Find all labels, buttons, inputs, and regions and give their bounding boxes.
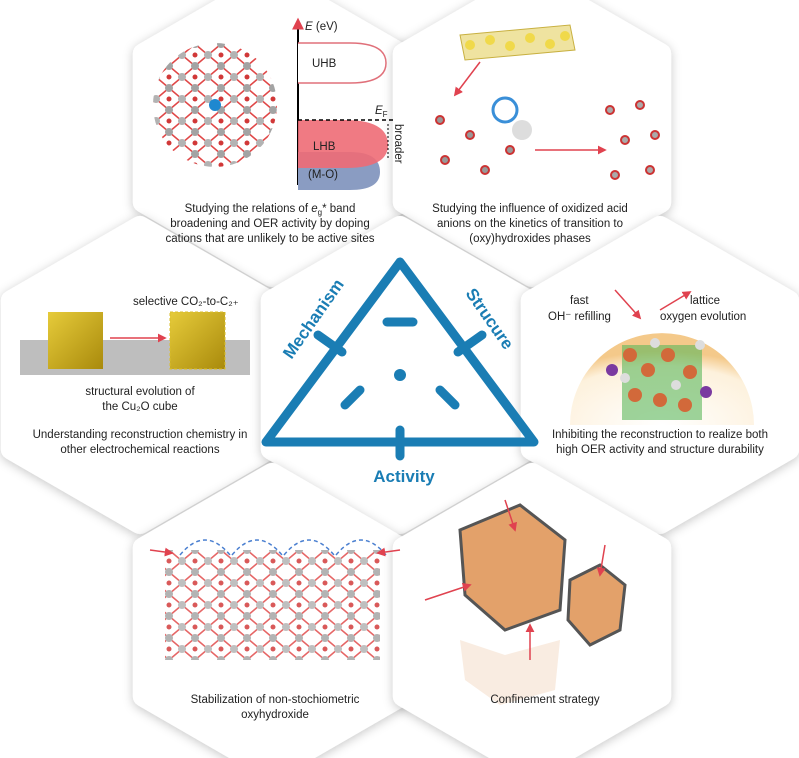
caption-line-1: Understanding reconstruction chemistry i… [33,429,248,441]
dash-left [340,385,365,410]
mo-label: (M-O) [308,169,338,181]
smooth-cube [48,312,103,369]
dopant-atom [209,99,221,111]
large-cage [458,503,567,632]
lhb-label: LHB [313,141,336,153]
arrow [659,291,692,311]
fast-label: fast [570,295,589,307]
arrow-right [376,547,401,557]
tick-left [313,330,347,357]
reflection [460,640,560,705]
panel-cu2o-cube: selective CO₂-to-C₂₊ structural evolutio… [20,296,250,456]
caption-line-2: anions on the kinetics of transition to [437,218,623,230]
oxygen-evolution-label: oxygen evolution [660,311,746,323]
dashed-arcs [179,539,387,556]
fermi-level-label: EF [375,105,388,119]
rough-cube [169,311,226,370]
mechanism-structure-activity-triangle [261,257,539,461]
dash-right [435,385,460,410]
broader-label: broader [392,124,404,164]
caption-line-1: Confinement strategy [490,694,600,706]
caption-line-3: cations that are unlikely to be active s… [165,233,374,245]
hex-top-right [392,0,672,287]
energy-axis-label: E (eV) [305,21,338,33]
evolution-label-2: the Cu₂O cube [102,401,177,413]
arrow [614,289,642,320]
arrow [424,583,472,601]
magnifier-icon [491,96,519,124]
caption-line-2: broadening and OER activity by doping [170,218,369,230]
small-cage [566,563,627,647]
panel-lattice-oxygen: fast OH⁻ refilling lattice oxygen evolut… [548,289,768,456]
uhb-label: UHB [312,58,337,70]
panel-confinement: Confinement strategy [424,499,627,706]
caption-line-1: Inhibiting the reconstruction to realize… [552,429,768,441]
uhb-band [298,42,387,84]
tick-right [453,330,487,357]
selective-label: selective CO₂-to-C₂₊ [133,296,239,308]
caption-line-1: Stabilization of non-stochiometric [191,694,360,706]
caption-line-2: other electrochemical reactions [60,444,219,456]
caption-line-3: (oxy)hydroxides phases [469,233,591,245]
label-activity: Activity [373,467,435,486]
caption-line-2: high OER activity and structure durabili… [556,444,764,456]
evolution-label-1: structural evolution of [85,386,195,398]
panel-oxyhydroxide: Stabilization of non-stochiometric oxyhy… [149,539,401,721]
person-figure [512,120,532,140]
lattice-label: lattice [690,295,720,307]
arrow-left [149,547,174,557]
lhb-band [298,120,388,168]
crystal-cluster [606,338,712,420]
center-dot [394,369,406,381]
chain-structure [459,24,576,61]
arrow [504,499,517,532]
octahedra-left [435,115,515,175]
arrow [596,544,606,577]
caption-line-2: oxyhydroxide [241,709,309,721]
refilling-label: OH⁻ refilling [548,311,611,323]
panel-acid-anions: Studying the influence of oxidized acid … [432,24,660,245]
lattice-image [165,550,380,660]
arrow [453,61,481,97]
caption-line-1: Studying the relations of eg* band [185,203,356,217]
octahedra-right [605,100,660,180]
panel-band-broadening: E (eV) UHB LHB (M-O) EF broader Studying… [153,17,404,245]
caption-line-1: Studying the influence of oxidized acid [432,203,628,215]
